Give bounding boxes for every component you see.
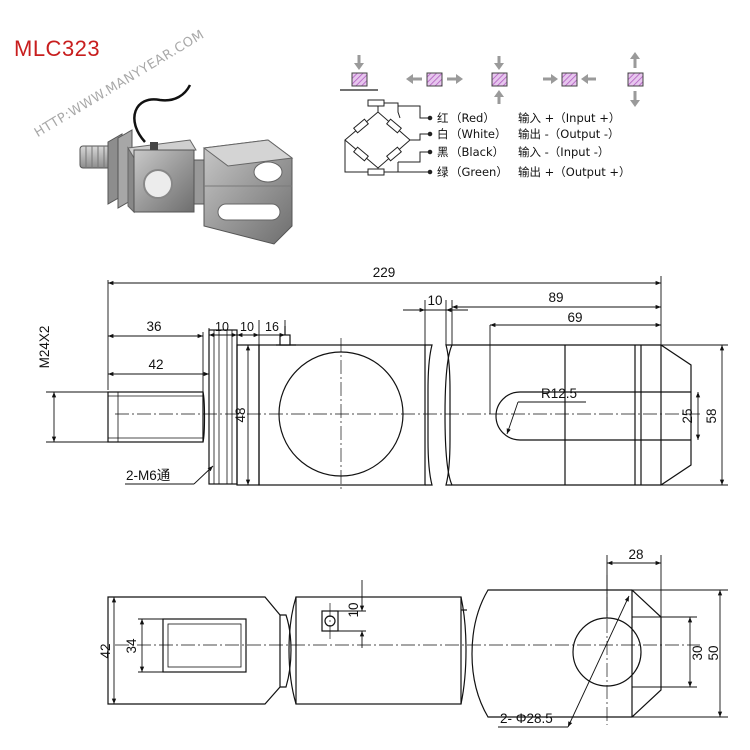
wire-row: 红 （Red） 输入 +（Input +）	[437, 111, 620, 125]
wire-color-label: 红	[437, 111, 449, 125]
wire-color-label: 绿	[437, 165, 449, 179]
dim-42: 42	[148, 357, 163, 372]
model-title: MLC323	[14, 36, 101, 61]
wire-color-english: （Red）	[450, 111, 495, 125]
strain-gauge-icons	[340, 52, 644, 107]
wire-row: 绿 （Green） 输出 +（Output +）	[437, 165, 631, 179]
bridge-circuit-diagram	[344, 99, 433, 176]
wire-row: 白 （White） 输出 -（Output -）	[437, 127, 620, 141]
dim-10-a: 10	[215, 320, 229, 334]
dim-bottom-10: 10	[346, 602, 361, 617]
dim-bottom-30: 30	[690, 645, 705, 660]
wire-function: 输入 -（Input -）	[518, 145, 609, 159]
dim-25: 25	[680, 408, 695, 423]
top-view-dimensions	[46, 276, 728, 486]
product-photo	[79, 84, 294, 245]
dim-neck-width: 10	[427, 293, 442, 308]
wiring-legend: 红 （Red） 输入 +（Input +） 白 （White） 输出 -（Out…	[437, 111, 631, 179]
top-view-drawing	[107, 326, 700, 492]
dim-89: 89	[548, 290, 563, 305]
wire-color-english: （Black）	[450, 145, 504, 159]
dim-48: 48	[233, 407, 248, 422]
dim-bottom-34: 34	[124, 638, 139, 654]
top-view-dimension-labels: 229 10 89 69 36 42 10 10 16 M24X2 48 25 …	[37, 265, 719, 483]
dim-bottom-28: 28	[628, 547, 643, 562]
pin-holes-label: 2- Φ28.5	[500, 711, 553, 726]
wire-row: 黑 （Black） 输入 -（Input -）	[437, 145, 609, 159]
dim-overall-length: 229	[373, 265, 396, 280]
thread-spec: M24X2	[37, 326, 52, 369]
gauge-horizontal-compression-icon	[543, 72, 596, 87]
wire-color-label: 白	[437, 127, 449, 141]
dim-69: 69	[567, 310, 582, 325]
wire-function: 输出 -（Output -）	[518, 127, 620, 141]
wire-color-english: （Green）	[450, 165, 508, 179]
side-view-dimension-labels: 42 34 10 28 30 50 2- Φ28.5	[98, 547, 721, 726]
dim-bottom-42: 42	[98, 643, 113, 658]
gauge-vertical-tension-icon	[627, 52, 644, 107]
dim-16: 16	[265, 320, 279, 334]
dim-10-b: 10	[240, 320, 254, 334]
side-view-drawing	[107, 575, 700, 725]
dim-36: 36	[146, 319, 161, 334]
dim-58: 58	[704, 408, 719, 423]
wire-function: 输出 +（Output +）	[518, 165, 631, 179]
mount-holes-label: 2-M6通	[126, 468, 171, 483]
wire-function: 输入 +（Input +）	[518, 111, 620, 125]
wire-color-english: （White）	[450, 127, 506, 141]
dim-bottom-50: 50	[706, 645, 721, 660]
side-view-dimensions	[108, 555, 728, 728]
gauge-tension-arrows-icon	[406, 72, 463, 87]
gauge-compression-icon	[340, 55, 378, 91]
wire-color-label: 黑	[437, 145, 449, 159]
gauge-vertical-compression-icon	[491, 56, 508, 104]
dim-radius: R12.5	[541, 386, 577, 401]
